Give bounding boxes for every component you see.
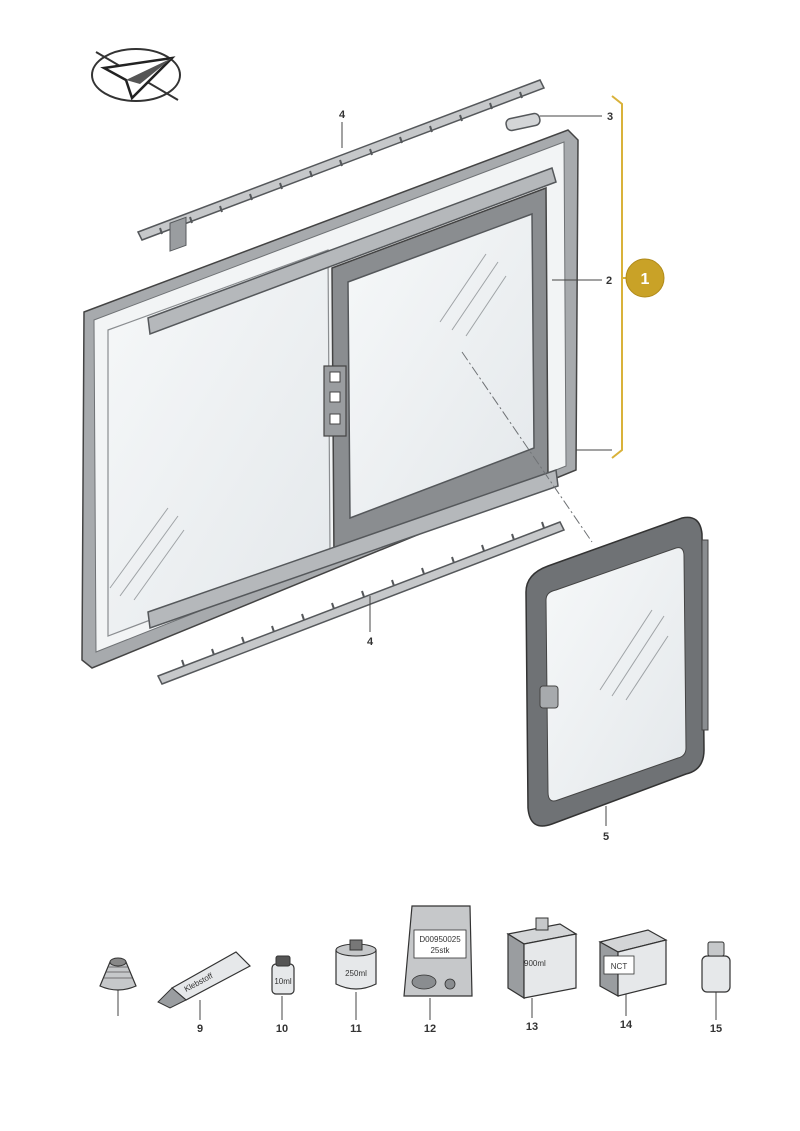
- callout-3: 3: [607, 111, 613, 123]
- small-bottle: [701, 941, 731, 993]
- small-vial: 10ml: [271, 955, 295, 995]
- nct-cube: NCT: [598, 929, 668, 998]
- small-can: 250ml: [335, 939, 377, 990]
- callout-4-top: 4: [339, 109, 346, 121]
- leader-lines: [117, 115, 717, 1020]
- can-label: 250ml: [345, 969, 367, 978]
- callout-2: 2: [606, 275, 612, 287]
- bottom-seal-strip: [156, 521, 566, 685]
- callout-10: 10: [276, 1023, 288, 1035]
- callout-4-bottom: 4: [367, 636, 374, 648]
- callout-13: 13: [526, 1021, 538, 1033]
- alignment-line: [461, 351, 593, 543]
- callout-5: 5: [603, 831, 609, 843]
- liquid-box: 900ml: [506, 917, 578, 1000]
- callout-9: 9: [197, 1023, 203, 1035]
- cone-part: [99, 957, 137, 991]
- guide-pin: [505, 112, 541, 132]
- callout-1-text: 1: [641, 271, 650, 288]
- separate-window-sash: [525, 516, 709, 827]
- callout-15: 15: [710, 1023, 722, 1035]
- parts-bag: D00950025 25stk: [403, 905, 473, 997]
- bag-label-line2: 25stk: [430, 946, 450, 955]
- vial-label: 10ml: [274, 977, 292, 986]
- callout-11: 11: [350, 1023, 362, 1035]
- cube-label: NCT: [611, 962, 628, 971]
- adhesive-tube: Klebstoff: [157, 951, 251, 1009]
- callout-12: 12: [424, 1023, 436, 1035]
- callout-14: 14: [620, 1019, 633, 1031]
- main-window-assembly: [81, 129, 579, 669]
- paper-plane-logo-icon: [91, 48, 181, 102]
- top-seal-strip: [136, 79, 546, 241]
- callout-badge-1: 1: [625, 258, 665, 298]
- bag-label-line1: D00950025: [419, 935, 461, 944]
- box-label: 900ml: [524, 959, 546, 968]
